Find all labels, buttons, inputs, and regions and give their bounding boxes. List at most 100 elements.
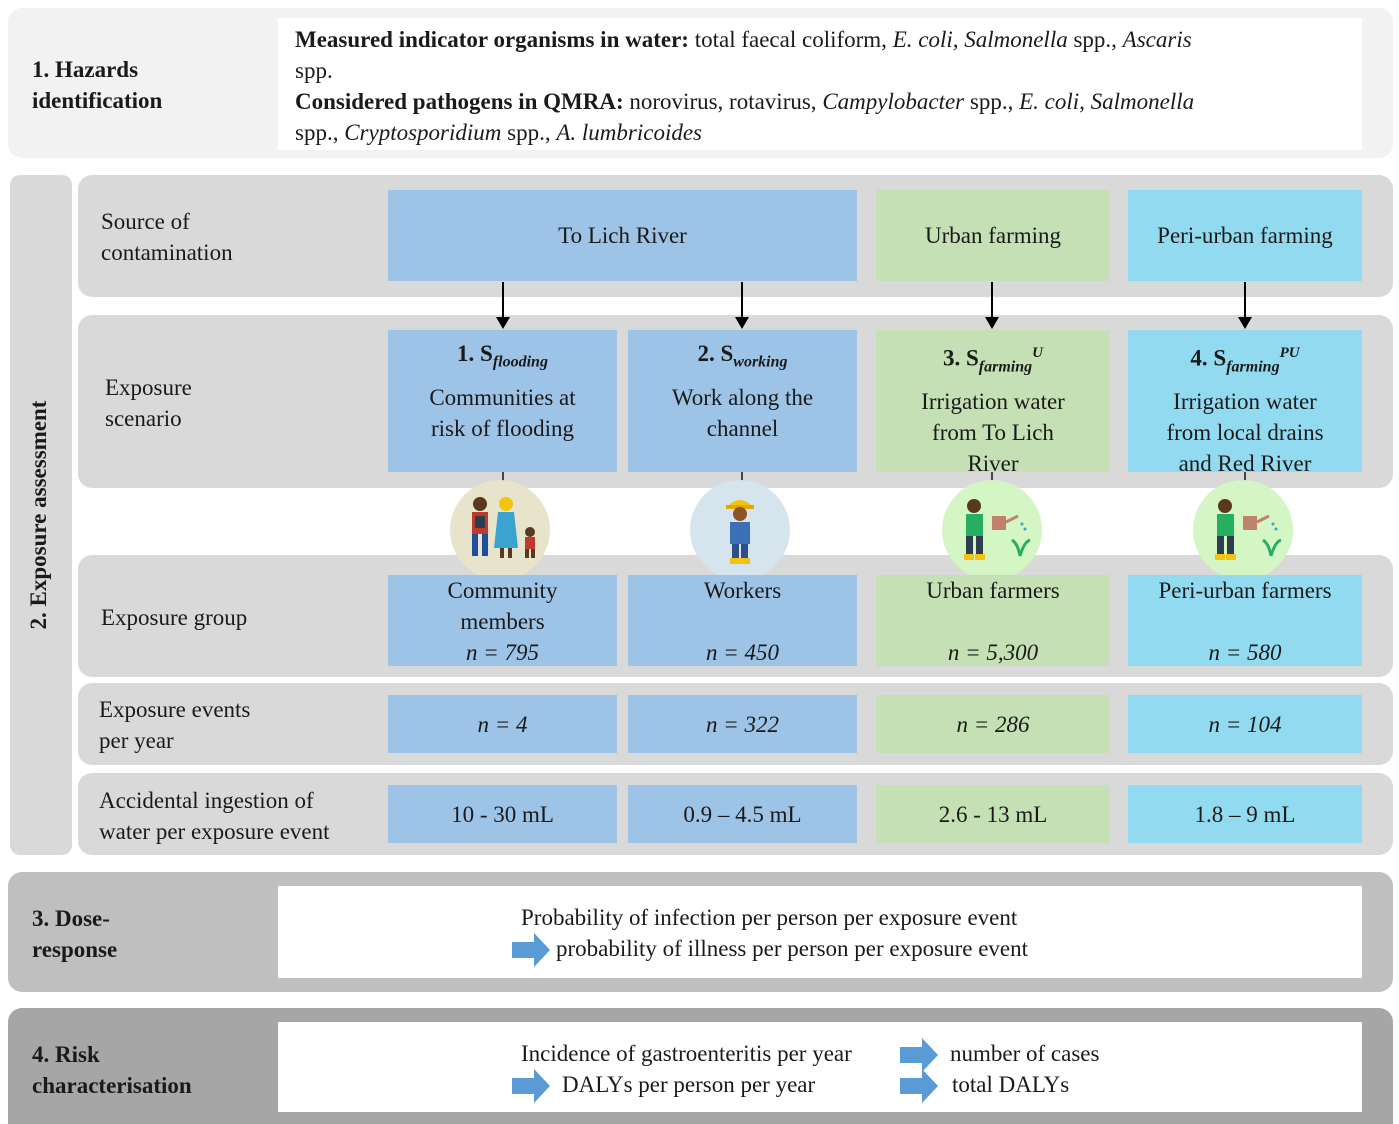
scenario-3-content: 3. SfarmingU Irrigation water from To Li… (876, 338, 1110, 479)
arrow-2-line (741, 282, 743, 318)
risk-label-line2: characterisation (32, 1073, 192, 1098)
arrow-1-line (502, 282, 504, 318)
connector-1 (502, 472, 504, 482)
considered-text4: spp., (501, 120, 557, 145)
risk-textbox (278, 1022, 1362, 1112)
ingestion-3: 2.6 - 13 mL (876, 785, 1110, 843)
source-urban-farming: Urban farming (876, 190, 1110, 281)
connector-2 (741, 472, 743, 482)
scenario-2-line2: channel (706, 415, 779, 441)
scenario-1-box (388, 330, 617, 472)
group-4-box (1128, 575, 1362, 666)
scenario-2-line1: Work along the (671, 384, 814, 410)
periurban-farmer-icon (1193, 480, 1293, 580)
source-label-line2: contamination (101, 240, 233, 265)
exposure-side-panel (10, 175, 72, 855)
blue-arrow-icon (900, 1069, 938, 1103)
hazards-label-line1: 1. Hazards (32, 57, 139, 82)
group-4-line1: Peri-urban farmers (1158, 578, 1332, 603)
scenario-4-num: 4. S (1190, 345, 1227, 371)
arrow-3-head (985, 317, 999, 329)
considered-heading: Considered pathogens in QMRA: (295, 89, 624, 114)
scenario-2-sub: working (733, 353, 788, 371)
risk-line2a: DALYs per person per year (562, 1072, 816, 1097)
events-label-line2: per year (99, 728, 174, 753)
scenario-3-sup: U (1032, 345, 1043, 361)
events-label: Exposure events per year (99, 694, 250, 756)
arrow-1-head (496, 317, 510, 329)
risk-line1a: Incidence of gastroenteritis per year (521, 1041, 852, 1066)
scenario-3-num: 3. S (943, 345, 979, 371)
ingestion-1-text: 10 - 30 mL (451, 801, 554, 827)
measured-ecoli: E. coli, Salmonella (892, 27, 1068, 52)
dose-line2: probability of illness per person per ex… (556, 936, 1029, 961)
scenario-label-line2: scenario (105, 406, 182, 431)
exposure-side-label: 2. Exposure assessment (26, 400, 51, 630)
ingestion-2: 0.9 – 4.5 mL (628, 785, 857, 843)
scenario-3-line3: River (967, 451, 1019, 477)
ingestion-1: 10 - 30 mL (388, 785, 617, 843)
hazards-textbox: Measured indicator organisms in water: t… (278, 18, 1362, 150)
group-1-n: n = 795 (465, 640, 540, 665)
dose-label-line2: response (32, 937, 118, 962)
measured-text2: spp., (1067, 27, 1123, 52)
group-2-box (628, 575, 857, 666)
group-1-content: Community members n = 795 (388, 575, 617, 668)
events-label-line1: Exposure events (99, 697, 251, 722)
considered-campy: Campylobacter (822, 89, 965, 114)
events-2-text: n = 322 (705, 711, 780, 737)
scenario-1-content: 1. Sflooding Communities at risk of floo… (388, 338, 617, 444)
group-1-line1: Community (447, 578, 558, 603)
scenario-4-line2: from local drains (1166, 420, 1324, 446)
scenario-3-line1: Irrigation water (921, 389, 1065, 415)
events-4: n = 104 (1128, 695, 1362, 753)
scenario-4-sup: PU (1279, 345, 1300, 361)
group-3-n: n = 5,300 (947, 640, 1039, 665)
ingestion-label-line1: Accidental ingestion of (99, 788, 314, 813)
worker-icon (690, 480, 790, 580)
ingestion-4-text: 1.8 – 9 mL (1194, 801, 1296, 827)
measured-heading: Measured indicator organisms in water: (295, 27, 689, 52)
scenario-1-line1: Communities at (429, 384, 576, 410)
source-urban-text: Urban farming (924, 223, 1062, 248)
scenario-label-line1: Exposure (105, 375, 192, 400)
scenario-4-box (1128, 330, 1362, 472)
scenario-3-box (876, 330, 1110, 472)
source-periurban-text: Peri-urban farming (1157, 223, 1333, 248)
dose-textbox (278, 886, 1362, 978)
group-label: Exposure group (101, 605, 248, 630)
scenario-4-line1: Irrigation water (1173, 389, 1317, 415)
group-1-line2: members (460, 609, 545, 634)
source-periurban-farming: Peri-urban farming (1128, 190, 1362, 281)
scenario-label: Exposure scenario (105, 372, 192, 434)
source-river-text: To Lich River (558, 223, 687, 248)
group-1-box (388, 575, 617, 666)
urban-farmer-icon (942, 480, 1042, 580)
arrow-3-line (991, 282, 993, 318)
considered-crypto: Cryptosporidium (344, 120, 502, 145)
source-to-lich-river: To Lich River (388, 190, 857, 281)
dose-label-line1: 3. Dose- (32, 906, 110, 931)
arrow-2-head (735, 317, 749, 329)
scenario-2-num: 2. S (697, 341, 734, 366)
blue-arrow-icon (512, 1069, 550, 1103)
group-2-n: n = 450 (705, 640, 780, 665)
ingestion-label-line2: water per exposure event (99, 819, 330, 844)
group-4-n: n = 580 (1208, 640, 1282, 665)
scenario-4-title: 4. SfarmingPU (1128, 338, 1362, 382)
source-label: Source of contamination (101, 206, 233, 268)
ingestion-4: 1.8 – 9 mL (1128, 785, 1362, 843)
measured-spp: spp. (295, 58, 333, 83)
considered-ascaris: A. lumbricoides (556, 120, 702, 145)
risk-label-line1: 4. Risk (32, 1042, 100, 1067)
measured-text1: total faecal coliform, (688, 27, 893, 52)
scenario-3-sub: farming (978, 358, 1033, 376)
group-3-content: Urban farmers n = 5,300 (876, 575, 1110, 668)
connector-3 (991, 472, 993, 482)
group-4-content: Peri-urban farmers n = 580 (1128, 575, 1362, 668)
considered-text3: spp., (295, 120, 345, 145)
scenario-3-line2: from To Lich (932, 420, 1054, 446)
hazards-label-line2: identification (32, 88, 163, 113)
group-3-line1: Urban farmers (926, 578, 1060, 603)
events-3-text: n = 286 (956, 711, 1030, 737)
